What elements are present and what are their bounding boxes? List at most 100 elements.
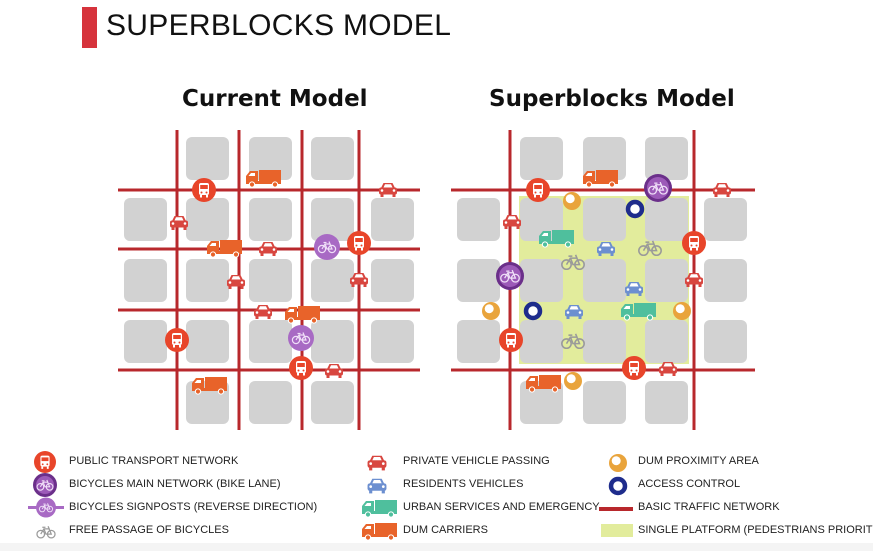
dum-proximity-icon	[564, 372, 582, 390]
legend-private-car-icon	[367, 455, 387, 471]
bike-lane-icon	[644, 174, 672, 202]
city-block	[186, 198, 229, 241]
legend-service-truck-icon	[362, 500, 397, 518]
resident-car-icon	[597, 242, 615, 256]
city-block	[249, 198, 292, 241]
city-block	[249, 137, 292, 180]
superblocks-model-title: Superblocks Model	[489, 86, 735, 112]
dum-truck-icon	[192, 377, 227, 395]
private-car-icon	[713, 183, 731, 197]
city-block	[520, 320, 563, 363]
city-block	[457, 198, 500, 241]
legend-label: BICYCLES SIGNPOSTS (REVERSE DIRECTION)	[69, 501, 318, 513]
city-block	[124, 320, 167, 363]
legend-resident-car-icon	[367, 478, 387, 494]
legend-label: PUBLIC TRANSPORT NETWORK	[69, 455, 239, 467]
legend-label: RESIDENTS VEHICLES	[403, 478, 524, 490]
legend-access-control-icon	[608, 476, 628, 496]
legend-bus-icon	[34, 451, 56, 473]
city-block	[583, 320, 626, 363]
legend-label: DUM CARRIERS	[403, 524, 488, 536]
city-block	[520, 137, 563, 180]
road-vertical	[175, 130, 179, 430]
city-block	[124, 198, 167, 241]
dum-proximity-icon	[563, 192, 581, 210]
dum-truck-icon	[207, 240, 242, 258]
dum-truck-icon	[526, 375, 561, 393]
bike-signpost-icon	[314, 234, 340, 260]
legend-bike-lane-icon	[33, 473, 57, 497]
city-block	[371, 198, 414, 241]
city-block	[583, 137, 626, 180]
dum-truck-icon	[583, 170, 618, 188]
bike-lane-icon	[33, 473, 57, 497]
dum-proximity-icon	[673, 302, 691, 320]
city-block	[311, 381, 354, 424]
dum-proximity-icon	[482, 302, 500, 320]
resident-car-icon	[367, 478, 387, 494]
legend-traffic-line-icon	[599, 507, 633, 511]
legend-bike-signpost-icon	[28, 497, 64, 518]
legend-label: BICYCLES MAIN NETWORK (BIKE LANE)	[69, 478, 281, 490]
legend-dum-truck-icon	[362, 523, 397, 541]
free-bike-icon	[36, 525, 56, 539]
city-block	[249, 259, 292, 302]
city-block	[371, 259, 414, 302]
current-model-map	[118, 130, 420, 430]
private-car-icon	[227, 275, 245, 289]
bus-icon	[34, 451, 56, 473]
city-block	[186, 137, 229, 180]
private-car-icon	[659, 362, 677, 376]
dum-proximity-icon	[609, 454, 627, 472]
bike-signpost-icon	[36, 497, 56, 518]
city-block	[311, 320, 354, 363]
service-truck-icon	[362, 500, 397, 518]
city-block	[583, 198, 626, 241]
legend-label: BASIC TRAFFIC NETWORK	[638, 501, 780, 513]
legend-label: PRIVATE VEHICLE PASSING	[403, 455, 550, 467]
private-car-icon	[325, 364, 343, 378]
city-block	[645, 320, 688, 363]
city-block	[457, 320, 500, 363]
private-car-icon	[379, 183, 397, 197]
bus-icon	[192, 178, 216, 202]
city-block	[124, 259, 167, 302]
city-block	[520, 259, 563, 302]
legend-dum-proximity-icon	[609, 454, 627, 472]
legend-platform-swatch-icon	[601, 524, 633, 537]
service-truck-icon	[621, 303, 656, 321]
legend-label: FREE PASSAGE OF BICYCLES	[69, 524, 229, 536]
private-car-icon	[503, 215, 521, 229]
city-block	[186, 259, 229, 302]
city-block	[704, 259, 747, 302]
bus-icon	[526, 178, 550, 202]
resident-car-icon	[625, 282, 643, 296]
private-car-icon	[350, 273, 368, 287]
access-control-icon	[523, 301, 543, 321]
legend-label: ACCESS CONTROL	[638, 478, 741, 490]
private-car-icon	[170, 216, 188, 230]
bus-icon	[165, 328, 189, 352]
city-block	[583, 259, 626, 302]
legend-label: DUM PROXIMITY AREA	[638, 455, 759, 467]
title-accent-bar	[82, 7, 97, 48]
city-block	[311, 137, 354, 180]
city-block	[249, 381, 292, 424]
legend-label: SINGLE PLATFORM (PEDESTRIANS PRIORITY)	[638, 524, 873, 536]
free-bike-icon	[561, 333, 585, 350]
private-car-icon	[259, 242, 277, 256]
current-model-title: Current Model	[182, 86, 368, 112]
bike-lane-icon	[496, 262, 524, 290]
city-block	[645, 137, 688, 180]
bike-signpost-icon	[288, 325, 314, 351]
city-block	[645, 381, 688, 424]
road-horizontal	[451, 188, 755, 192]
bus-icon	[622, 356, 646, 380]
bus-icon	[289, 356, 313, 380]
dum-truck-icon	[285, 306, 320, 324]
city-block	[186, 320, 229, 363]
access-control-icon	[625, 199, 645, 219]
legend-label: URBAN SERVICES AND EMERGENCY	[403, 501, 600, 513]
private-car-icon	[254, 305, 272, 319]
